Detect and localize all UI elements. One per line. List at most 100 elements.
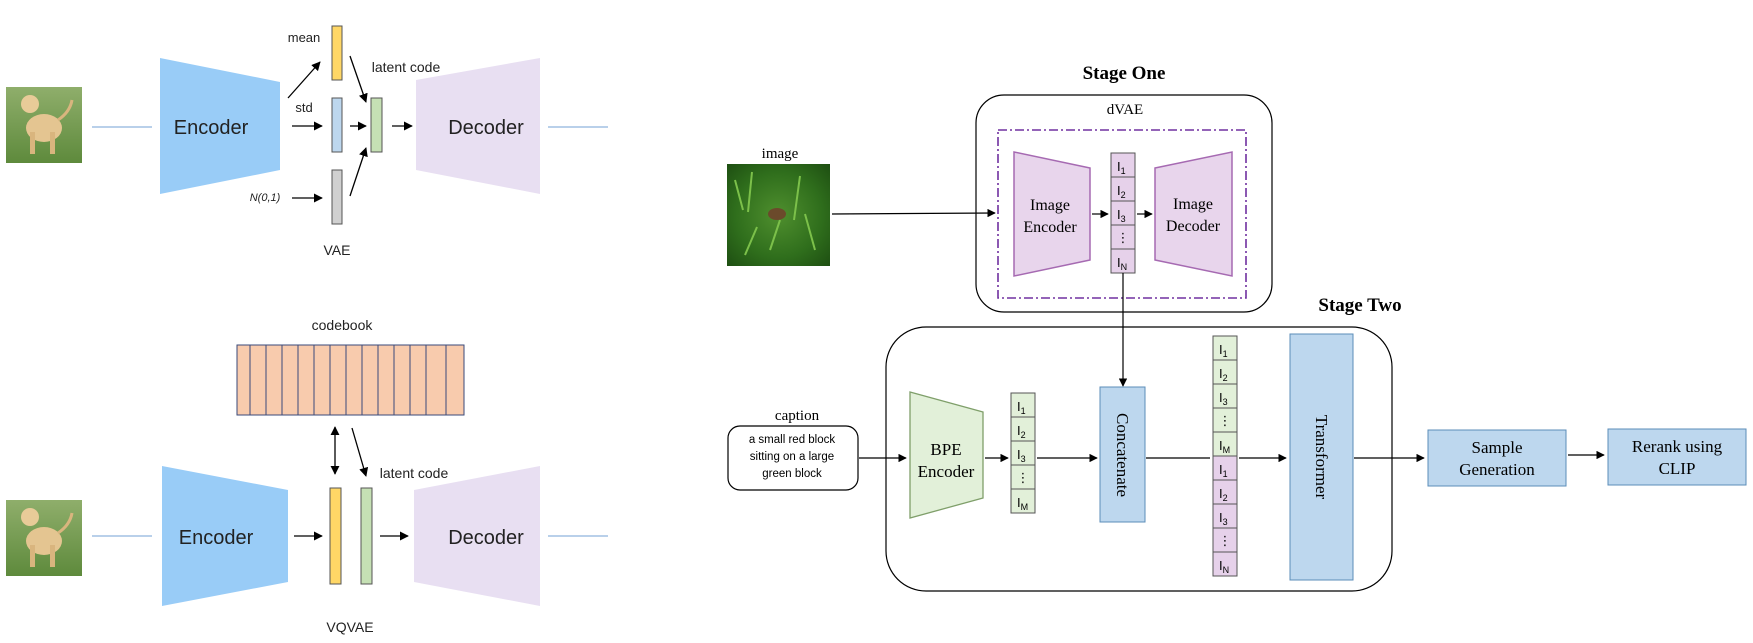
noise-label: N(0,1) [250,192,281,204]
dvae-label: dVAE [1107,102,1143,118]
vqvae-encoder-label: Encoder [179,527,254,549]
image-decoder-line1: Image [1173,196,1213,213]
rerank-line1: Rerank using [1632,437,1723,456]
token-sub-2: 2 [1121,190,1126,200]
std-label: std [295,100,312,115]
token-sub-1: 1 [1121,166,1126,176]
stage-one-title: Stage One [1083,63,1166,84]
svg-text:I3: I3 [1117,207,1126,224]
transformer-box [1289,333,1354,581]
text-token-2: I [1017,423,1021,438]
rerank-clip-box [1607,428,1747,486]
vqvae-latent-label: latent code [380,465,449,481]
combined-image-ellipsis: ⋮ [1219,533,1232,548]
text-token-ellipsis: ⋮ [1017,470,1030,485]
svg-text:IM: IM [1017,495,1028,512]
text-token-sub-2: 2 [1021,430,1026,440]
text-token-column: I1 I2 I3 ⋮ IM [1010,392,1036,514]
sample-line2: Generation [1459,460,1535,479]
noise-bar [331,169,343,225]
combined-text-token-2: I [1219,366,1223,381]
svg-text:I1: I1 [1117,159,1126,176]
image-token-column: I1 I2 I3 ⋮ IN [1110,152,1136,274]
combined-text-ellipsis: ⋮ [1219,413,1232,428]
image-decoder-shape [1154,151,1233,277]
token-sub-3: 3 [1121,214,1126,224]
svg-text:I1: I1 [1017,399,1026,416]
vae-latent-bar [370,97,383,153]
token-2: I [1117,183,1121,198]
image-label: image [762,146,799,162]
svg-text:I2: I2 [1219,486,1228,503]
vae-diagram: Encoder mean std N(0,1) latent code Deco… [6,25,608,258]
combined-text-sub-m: M [1223,445,1231,455]
svg-text:I3: I3 [1017,447,1026,464]
text-token-sub-1: 1 [1021,406,1026,416]
input-bird-image [727,164,830,266]
bpe-encoder-shape [909,391,984,519]
caption-text-line2: sitting on a large [750,451,834,463]
bpe-line1: BPE [930,440,961,459]
combined-image-sub-1: 1 [1223,469,1228,479]
text-token-1: I [1017,399,1021,414]
combined-text-sub-1: 1 [1223,349,1228,359]
caption-label: caption [775,408,820,424]
vqvae-diagram: codebook Encoder [6,317,608,635]
vae-decoder-shape [416,58,540,194]
stage-two-title: Stage Two [1318,295,1401,316]
vae-decoder-label: Decoder [448,117,524,139]
sample-line1: Sample [1472,438,1523,457]
mean-bar [331,25,343,81]
stage-one: Stage One dVAE image Image Encoder I1 I2… [727,63,1273,313]
dvae-box [997,129,1247,299]
svg-text:I2: I2 [1017,423,1026,440]
svg-text:IM: IM [1219,438,1230,455]
vae-latent-label: latent code [372,59,441,75]
mean-label: mean [288,30,321,45]
token-sub-n: N [1121,262,1128,272]
concatenate-box [1099,386,1146,523]
token-ellipsis: ⋮ [1117,230,1130,245]
combined-image-token-3: I [1219,510,1223,525]
text-token-sub-3: 3 [1021,454,1026,464]
vqvae-encoder-shape [162,466,288,606]
dog-photo-vae [6,87,82,163]
combined-token-column: I1 I2 I3 ⋮ IM I1 I2 I3 ⋮ IN [1212,335,1238,577]
svg-text:IN: IN [1219,558,1229,575]
vqvae-decoder-label: Decoder [448,527,524,549]
vqvae-decoder-shape [414,466,540,606]
vqvae-caption: VQVAE [326,619,373,635]
stage-two-box [885,326,1393,592]
svg-text:I3: I3 [1219,510,1228,527]
vae-encoder-label: Encoder [174,117,249,139]
combined-text-sub-2: 2 [1223,373,1228,383]
image-encoder-shape [1013,151,1091,277]
combined-image-sub-2: 2 [1223,493,1228,503]
vae-caption: VAE [324,242,351,258]
caption-text-line1: a small red block [749,434,836,446]
combined-text-sub-3: 3 [1223,397,1228,407]
image-decoder-line2: Decoder [1166,218,1221,235]
vqvae-latent-bar [360,487,373,585]
combined-image-sub-3: 3 [1223,517,1228,527]
sample-generation-box [1427,429,1567,487]
image-encoder-line2: Encoder [1023,219,1077,236]
token-1: I [1117,159,1121,174]
caption-text-line3: green block [762,468,822,480]
combined-image-sub-n: N [1223,565,1230,575]
combined-image-token-1: I [1219,462,1223,477]
text-token-3: I [1017,447,1021,462]
concatenate-label: Concatenate [1113,413,1132,497]
combined-text-token-m: I [1219,438,1223,453]
token-3: I [1117,207,1121,222]
token-n: I [1117,255,1121,270]
codebook-label: codebook [312,317,374,333]
combined-text-token-1: I [1219,342,1223,357]
stage-two: Stage Two caption a small red block sitt… [727,273,1747,592]
text-token-sub-m: M [1021,502,1029,512]
svg-text:I2: I2 [1219,366,1228,383]
combined-image-token-2: I [1219,486,1223,501]
svg-text:IN: IN [1117,255,1127,272]
